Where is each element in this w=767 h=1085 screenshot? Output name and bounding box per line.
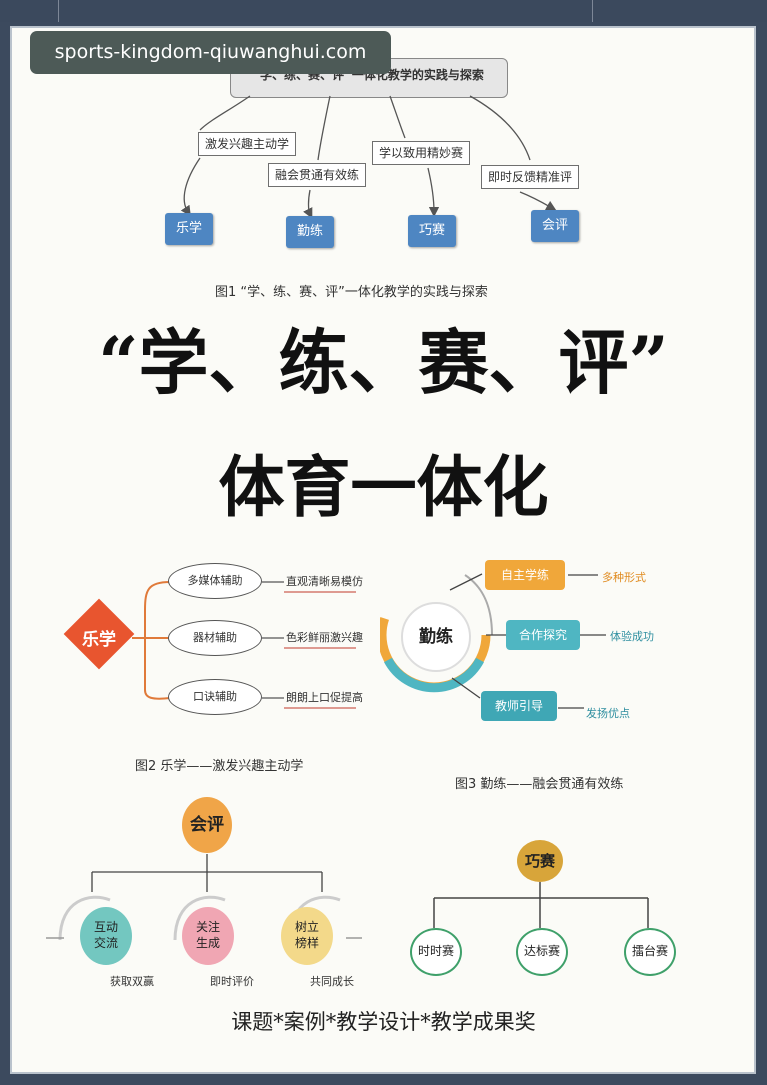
fig4-item-1-line-1: 互动 bbox=[93, 920, 118, 934]
fig2-item-2: 器材辅助 bbox=[168, 620, 262, 656]
fig2-connectors bbox=[132, 581, 356, 709]
fig5-item-2: 达标赛 bbox=[516, 928, 568, 976]
poster-page bbox=[10, 26, 756, 1074]
fig4-item-3: 树立 榜样 bbox=[281, 907, 333, 965]
watermark-url: sports-kingdom-qiuwanghui.com bbox=[30, 31, 391, 74]
fig1-node-4: 会评 bbox=[531, 210, 579, 242]
fig1-branch-3: 学以致用精妙赛 bbox=[372, 141, 470, 165]
fig5-item-3: 擂台赛 bbox=[624, 928, 676, 976]
fig3-desc-1: 多种形式 bbox=[602, 571, 646, 584]
fig1-node-1: 乐学 bbox=[165, 213, 213, 245]
fig3-connectors bbox=[380, 573, 606, 709]
fig4-desc-1: 获取双赢 bbox=[110, 975, 154, 988]
fig3-center: 勤练 bbox=[401, 602, 471, 672]
fig2-desc-1: 直观清晰易模仿 bbox=[286, 575, 363, 588]
tab-divider bbox=[592, 0, 593, 22]
fig3-item-1: 自主学练 bbox=[485, 560, 565, 590]
fig5-item-1: 时时赛 bbox=[410, 928, 462, 976]
fig4-item-1: 互动 交流 bbox=[80, 907, 132, 965]
fig3-caption: 图3 勤练——融会贯通有效练 bbox=[455, 777, 624, 792]
fig1-branch-4: 即时反馈精准评 bbox=[481, 165, 579, 189]
fig4-item-2-line-2: 生成 bbox=[195, 936, 220, 950]
fig1-connectors bbox=[180, 95, 557, 219]
fig1-node-2: 勤练 bbox=[286, 216, 334, 248]
fig4-item-2: 关注 生成 bbox=[182, 907, 234, 965]
headline-line-1: “学、练、赛、评” bbox=[98, 321, 669, 404]
fig3-item-3: 教师引导 bbox=[481, 691, 557, 721]
fig4-item-1-line-2: 交流 bbox=[93, 936, 118, 950]
fig3-desc-3: 发扬优点 bbox=[586, 707, 630, 720]
fig2-item-3: 口诀辅助 bbox=[168, 679, 262, 715]
fig2-desc-2: 色彩鲜丽激兴趣 bbox=[286, 631, 363, 644]
fig4-desc-2: 即时评价 bbox=[210, 975, 254, 988]
footer-text: 课题*案例*教学设计*教学成果奖 bbox=[231, 1010, 536, 1034]
fig4-item-2-line-1: 关注 bbox=[195, 920, 220, 934]
fig3-item-2: 合作探究 bbox=[506, 620, 580, 650]
fig3-desc-2: 体验成功 bbox=[610, 630, 654, 643]
fig4-desc-3: 共同成长 bbox=[310, 975, 354, 988]
fig4-item-3-line-2: 榜样 bbox=[294, 936, 319, 950]
top-bar bbox=[0, 0, 767, 22]
fig2-desc-3: 朗朗上口促提高 bbox=[286, 691, 363, 704]
fig2-caption: 图2 乐学——激发兴趣主动学 bbox=[135, 759, 304, 774]
fig4-item-3-line-1: 树立 bbox=[294, 920, 319, 934]
fig1-branch-2: 融会贯通有效练 bbox=[268, 163, 366, 187]
tab-divider bbox=[58, 0, 59, 22]
headline-line-2: 体育一体化 bbox=[218, 448, 549, 526]
fig2-center-label: 乐学 bbox=[82, 630, 116, 650]
fig1-branch-1: 激发兴趣主动学 bbox=[198, 132, 296, 156]
fig1-caption: 图1 “学、练、赛、评”一体化教学的实践与探索 bbox=[215, 285, 488, 300]
fig1-node-3: 巧赛 bbox=[408, 215, 456, 247]
fig5-connectors bbox=[433, 882, 649, 928]
fig4-center: 会评 bbox=[182, 797, 232, 853]
fig2-item-1: 多媒体辅助 bbox=[168, 563, 262, 599]
fig5-center: 巧赛 bbox=[517, 840, 563, 882]
